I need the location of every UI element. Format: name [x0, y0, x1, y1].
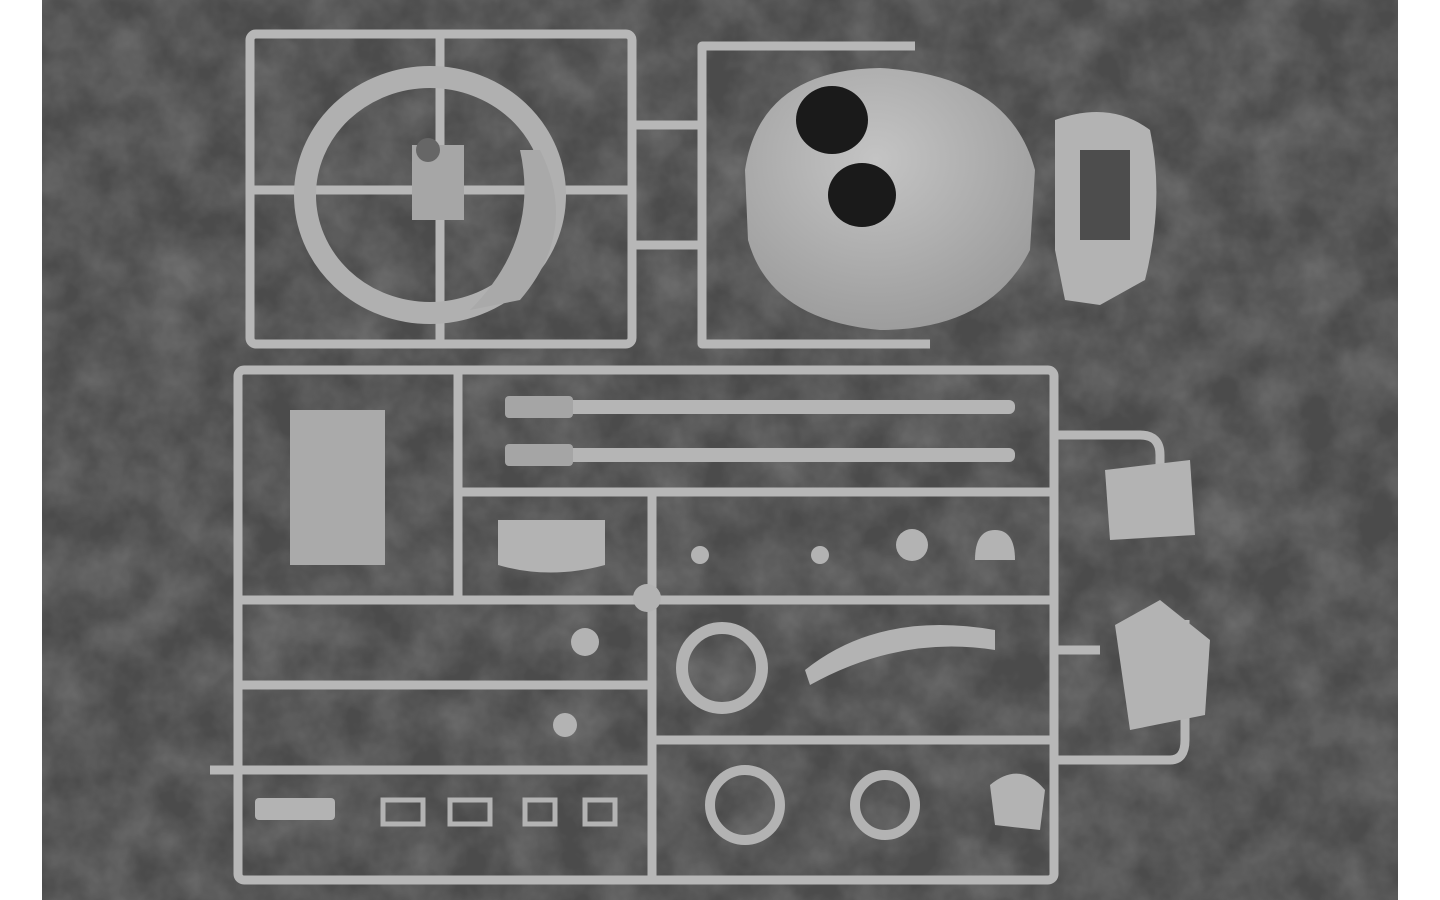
sprue-frame-upper-right	[697, 41, 930, 349]
turret-ring-part	[294, 66, 566, 324]
barrel-2	[505, 448, 1015, 462]
gun-barrels	[505, 396, 1015, 466]
barrel-1	[505, 400, 1015, 414]
small-parts	[255, 410, 1210, 845]
turret-dome-part	[745, 68, 1035, 330]
sprue-frame-side-extension	[1054, 430, 1190, 765]
sprue-frame-lower	[233, 365, 1059, 885]
